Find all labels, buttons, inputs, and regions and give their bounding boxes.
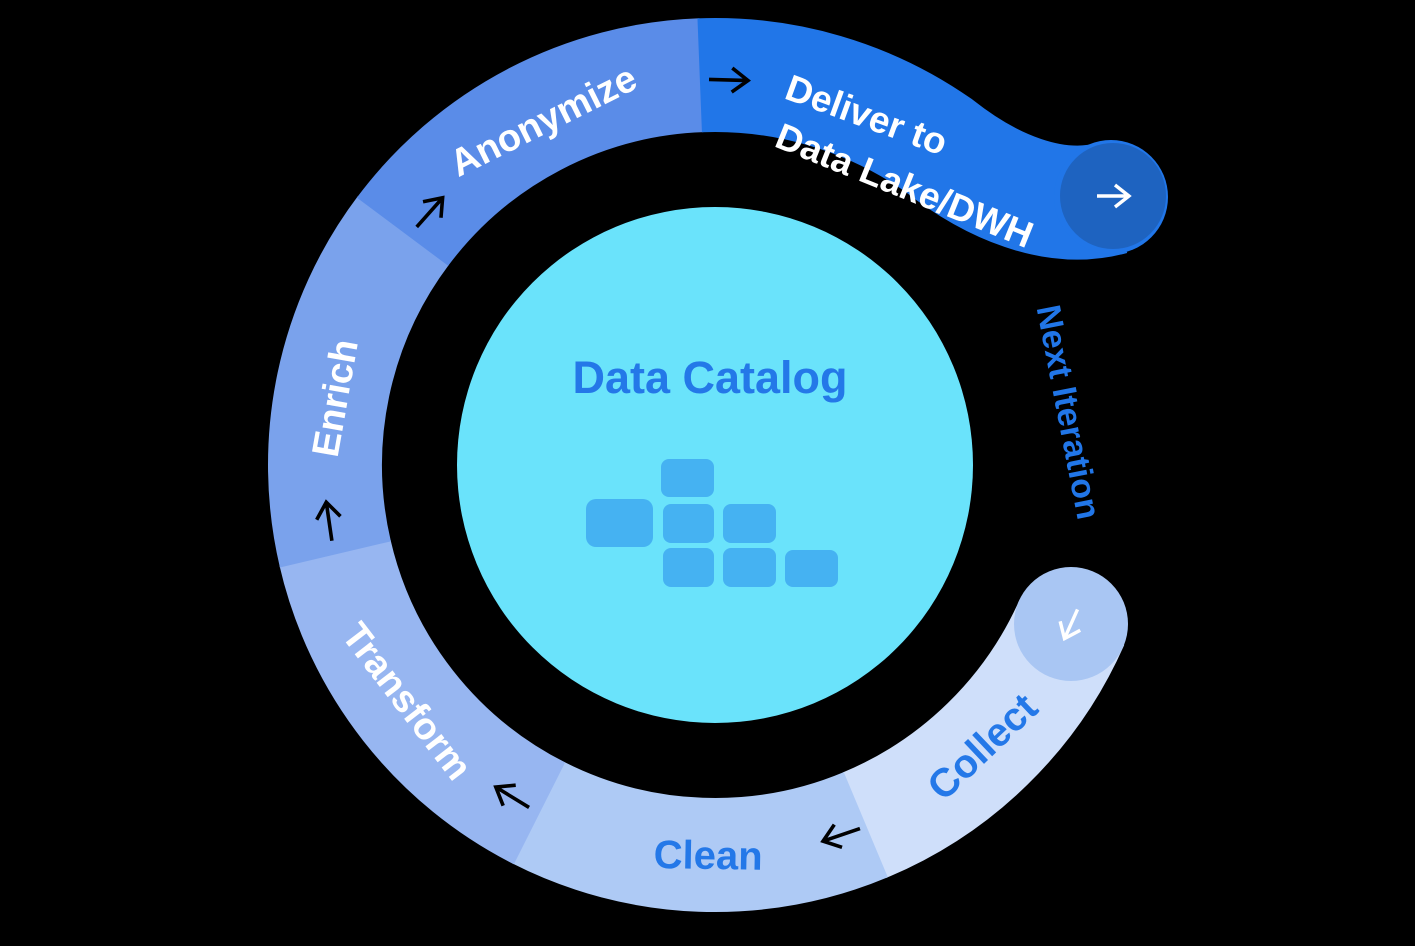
- arrow-icon: [493, 783, 530, 809]
- data-block-2: [663, 504, 714, 543]
- segment-deliver: [697, 18, 1128, 260]
- data-block-1: [586, 499, 653, 547]
- next-iteration-arrow-icon: [1097, 183, 1132, 209]
- data-catalog-circle: [457, 207, 973, 723]
- data-block-0: [661, 459, 714, 497]
- data-block-6: [785, 550, 838, 587]
- arrow-icon: [820, 823, 861, 850]
- next-iteration-label: Next Iteration: [1029, 302, 1108, 523]
- flow-arrow-into-anonymize: [415, 195, 445, 229]
- flow-arrow-into-deliver: [708, 66, 751, 94]
- collect-start-arrow-icon: [1058, 608, 1082, 642]
- arrow-icon: [315, 499, 342, 542]
- data-blocks-icon: [586, 459, 838, 587]
- flow-arrow-into-transform: [493, 783, 530, 809]
- segment-anonymize: [356, 18, 705, 267]
- segment-label-clean: Clean: [653, 833, 763, 879]
- arrow-down-left-icon: [1058, 608, 1082, 642]
- arrow-icon: [708, 66, 751, 94]
- arrow-icon: [415, 195, 445, 229]
- data-catalog-title: Data Catalog: [572, 352, 847, 403]
- flow-arrow-into-clean: [820, 823, 861, 850]
- arrow-right-icon: [1097, 183, 1132, 209]
- flow-arrow-into-enrich: [315, 499, 342, 542]
- data-block-3: [723, 504, 776, 543]
- data-block-4: [663, 548, 714, 587]
- data-block-5: [723, 548, 776, 587]
